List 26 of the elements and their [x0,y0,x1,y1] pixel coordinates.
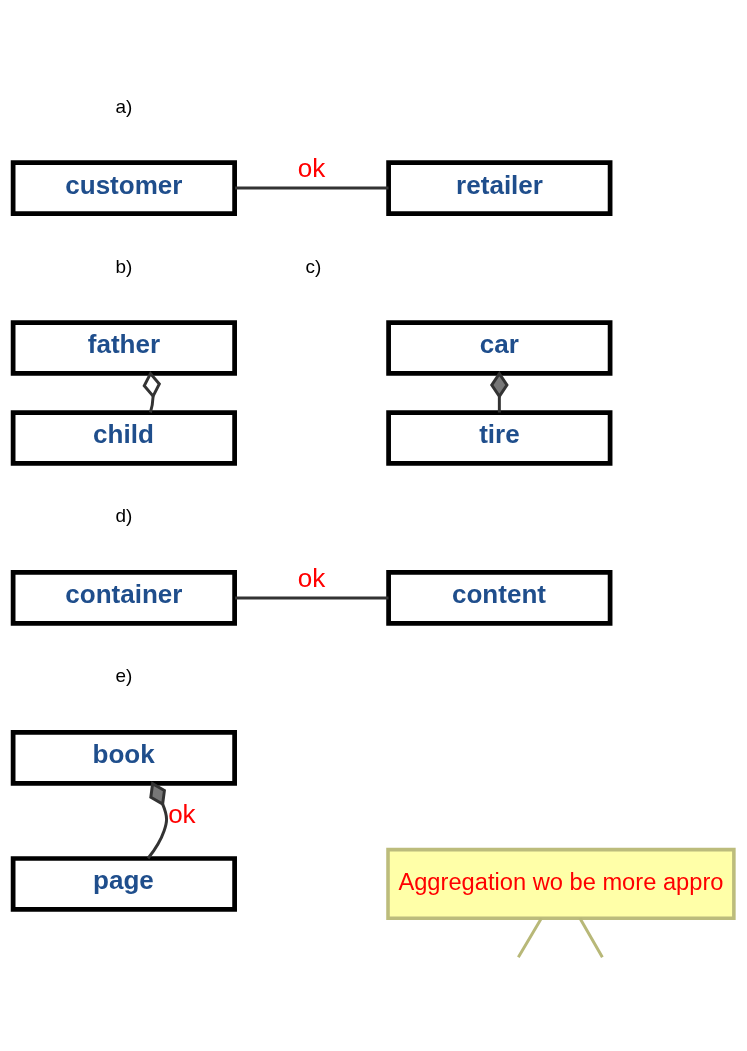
node-box: car [386,320,613,376]
connector [235,596,389,600]
node-box: container [10,570,237,626]
connector [578,917,604,959]
node-box: father [10,320,237,376]
node-box: content [386,570,613,626]
node-box: customer [10,160,237,216]
label: c) [305,255,322,277]
label: d) [115,505,133,527]
node-box: tire [386,410,613,466]
label: a) [115,95,133,117]
connector [235,186,389,190]
edge-label: ok [168,799,196,830]
connector [517,917,543,959]
edge-label: ok [297,152,326,183]
edge-label: ok [297,562,326,593]
connector [490,370,509,413]
node-box: child [10,410,237,466]
connector [146,781,168,860]
node-box: page [10,856,237,912]
node-box: Aggregation wo be more appro [386,847,736,921]
node-box: retailer [386,160,613,216]
node-box: book [10,730,237,786]
label: b) [115,255,133,277]
label: e) [115,665,133,687]
connector [142,370,162,413]
